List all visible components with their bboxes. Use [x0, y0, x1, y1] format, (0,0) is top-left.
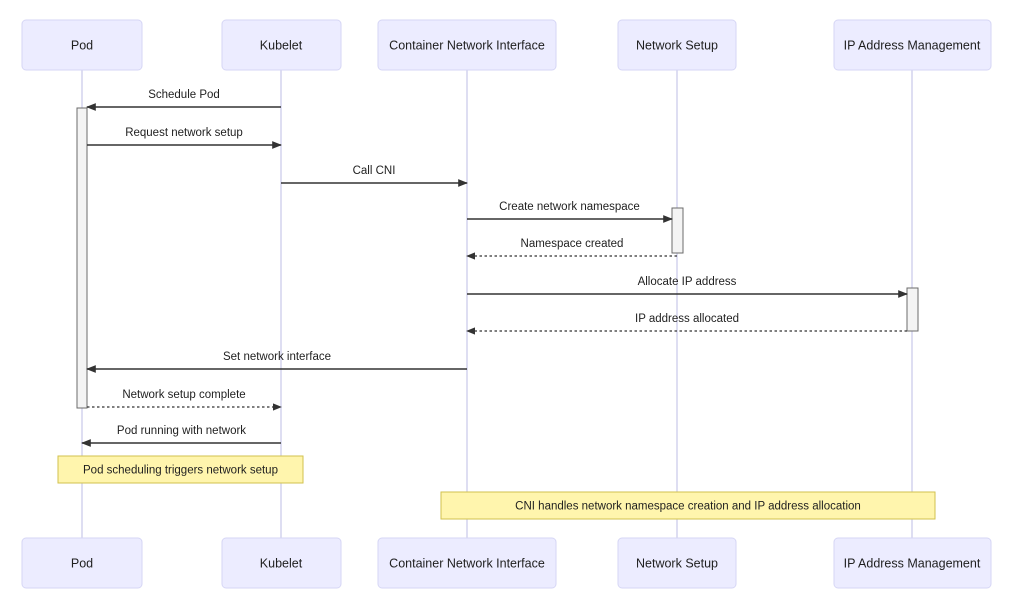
actors-bottom-group: Pod Kubelet Container Network Interface Net… [21, 537, 992, 589]
activation-bar-netsetup [671, 207, 684, 254]
actor-box-netsetup-top[interactable] [617, 19, 737, 71]
message-4: Namespace created [466, 238, 677, 260]
actor-kubelet-bottom[interactable]: Kubelet [221, 537, 342, 589]
message-9: Pod running with network [81, 425, 281, 447]
actor-kubelet-top[interactable]: Kubelet [221, 19, 342, 71]
actor-label-netsetup-bottom: Network Setup [636, 556, 718, 570]
message-label-9: Pod running with network [117, 425, 246, 437]
actor-pod-bottom[interactable]: Pod [21, 537, 143, 589]
note-label-1: CNI handles network namespace creation a… [515, 501, 861, 513]
message-2: Call CNI [281, 165, 468, 187]
message-label-6: IP address allocated [635, 313, 739, 325]
actor-cni-bottom[interactable]: Container Network Interface [377, 537, 557, 589]
message-5: Allocate IP address [467, 276, 908, 298]
note-box-0 [57, 455, 304, 484]
actor-box-pod-top[interactable] [21, 19, 143, 71]
actor-label-cni-bottom: Container Network Interface [389, 556, 545, 570]
message-label-2: Call CNI [353, 165, 396, 177]
actors-top-group: Pod Kubelet Container Network Interface Net… [21, 19, 992, 71]
message-label-0: Schedule Pod [148, 89, 220, 101]
actor-pod-top[interactable]: Pod [21, 19, 143, 71]
note-1: CNI handles network namespace creation a… [440, 491, 936, 520]
message-6: IP address allocated [466, 313, 907, 335]
actor-ipam-bottom[interactable]: IP Address Management [833, 537, 992, 589]
actor-box-kubelet-top[interactable] [221, 19, 342, 71]
note-0: Pod scheduling triggers network setup [57, 455, 304, 484]
actor-label-netsetup-top: Network Setup [636, 38, 718, 52]
message-label-8: Network setup complete [122, 389, 245, 401]
actor-netsetup-bottom[interactable]: Network Setup [617, 537, 737, 589]
actor-box-netsetup-bottom[interactable] [617, 537, 737, 589]
actor-box-ipam-top[interactable] [833, 19, 992, 71]
actor-label-pod-top: Pod [71, 38, 93, 52]
actor-label-ipam-top: IP Address Management [844, 38, 981, 52]
message-label-1: Request network setup [125, 127, 243, 139]
message-7: Set network interface [86, 351, 467, 373]
actor-label-kubelet-bottom: Kubelet [260, 556, 303, 570]
actor-label-kubelet-top: Kubelet [260, 38, 303, 52]
message-label-5: Allocate IP address [638, 276, 737, 288]
notes-group: Pod scheduling triggers network setupCNI… [57, 455, 936, 520]
actor-netsetup-top[interactable]: Network Setup [617, 19, 737, 71]
actor-ipam-top[interactable]: IP Address Management [833, 19, 992, 71]
message-8: Network setup complete [87, 389, 282, 411]
actor-box-ipam-bottom[interactable] [833, 537, 992, 589]
message-1: Request network setup [87, 127, 282, 149]
activations-group [76, 107, 919, 409]
note-label-0: Pod scheduling triggers network setup [83, 465, 278, 477]
actor-box-cni-bottom[interactable] [377, 537, 557, 589]
message-label-3: Create network namespace [499, 201, 640, 213]
message-0: Schedule Pod [86, 89, 281, 111]
actor-box-pod-bottom[interactable] [21, 537, 143, 589]
actor-label-cni-top: Container Network Interface [389, 38, 545, 52]
actor-box-kubelet-bottom[interactable] [221, 537, 342, 589]
note-box-1 [440, 491, 936, 520]
message-3: Create network namespace [467, 201, 673, 223]
actor-label-ipam-bottom: IP Address Management [844, 556, 981, 570]
message-label-7: Set network interface [223, 351, 331, 363]
actor-label-pod-bottom: Pod [71, 556, 93, 570]
actor-box-cni-top[interactable] [377, 19, 557, 71]
activation-bar-pod [76, 107, 88, 409]
message-label-4: Namespace created [521, 238, 624, 250]
actor-cni-top[interactable]: Container Network Interface [377, 19, 557, 71]
activation-bar-ipam [906, 287, 919, 332]
